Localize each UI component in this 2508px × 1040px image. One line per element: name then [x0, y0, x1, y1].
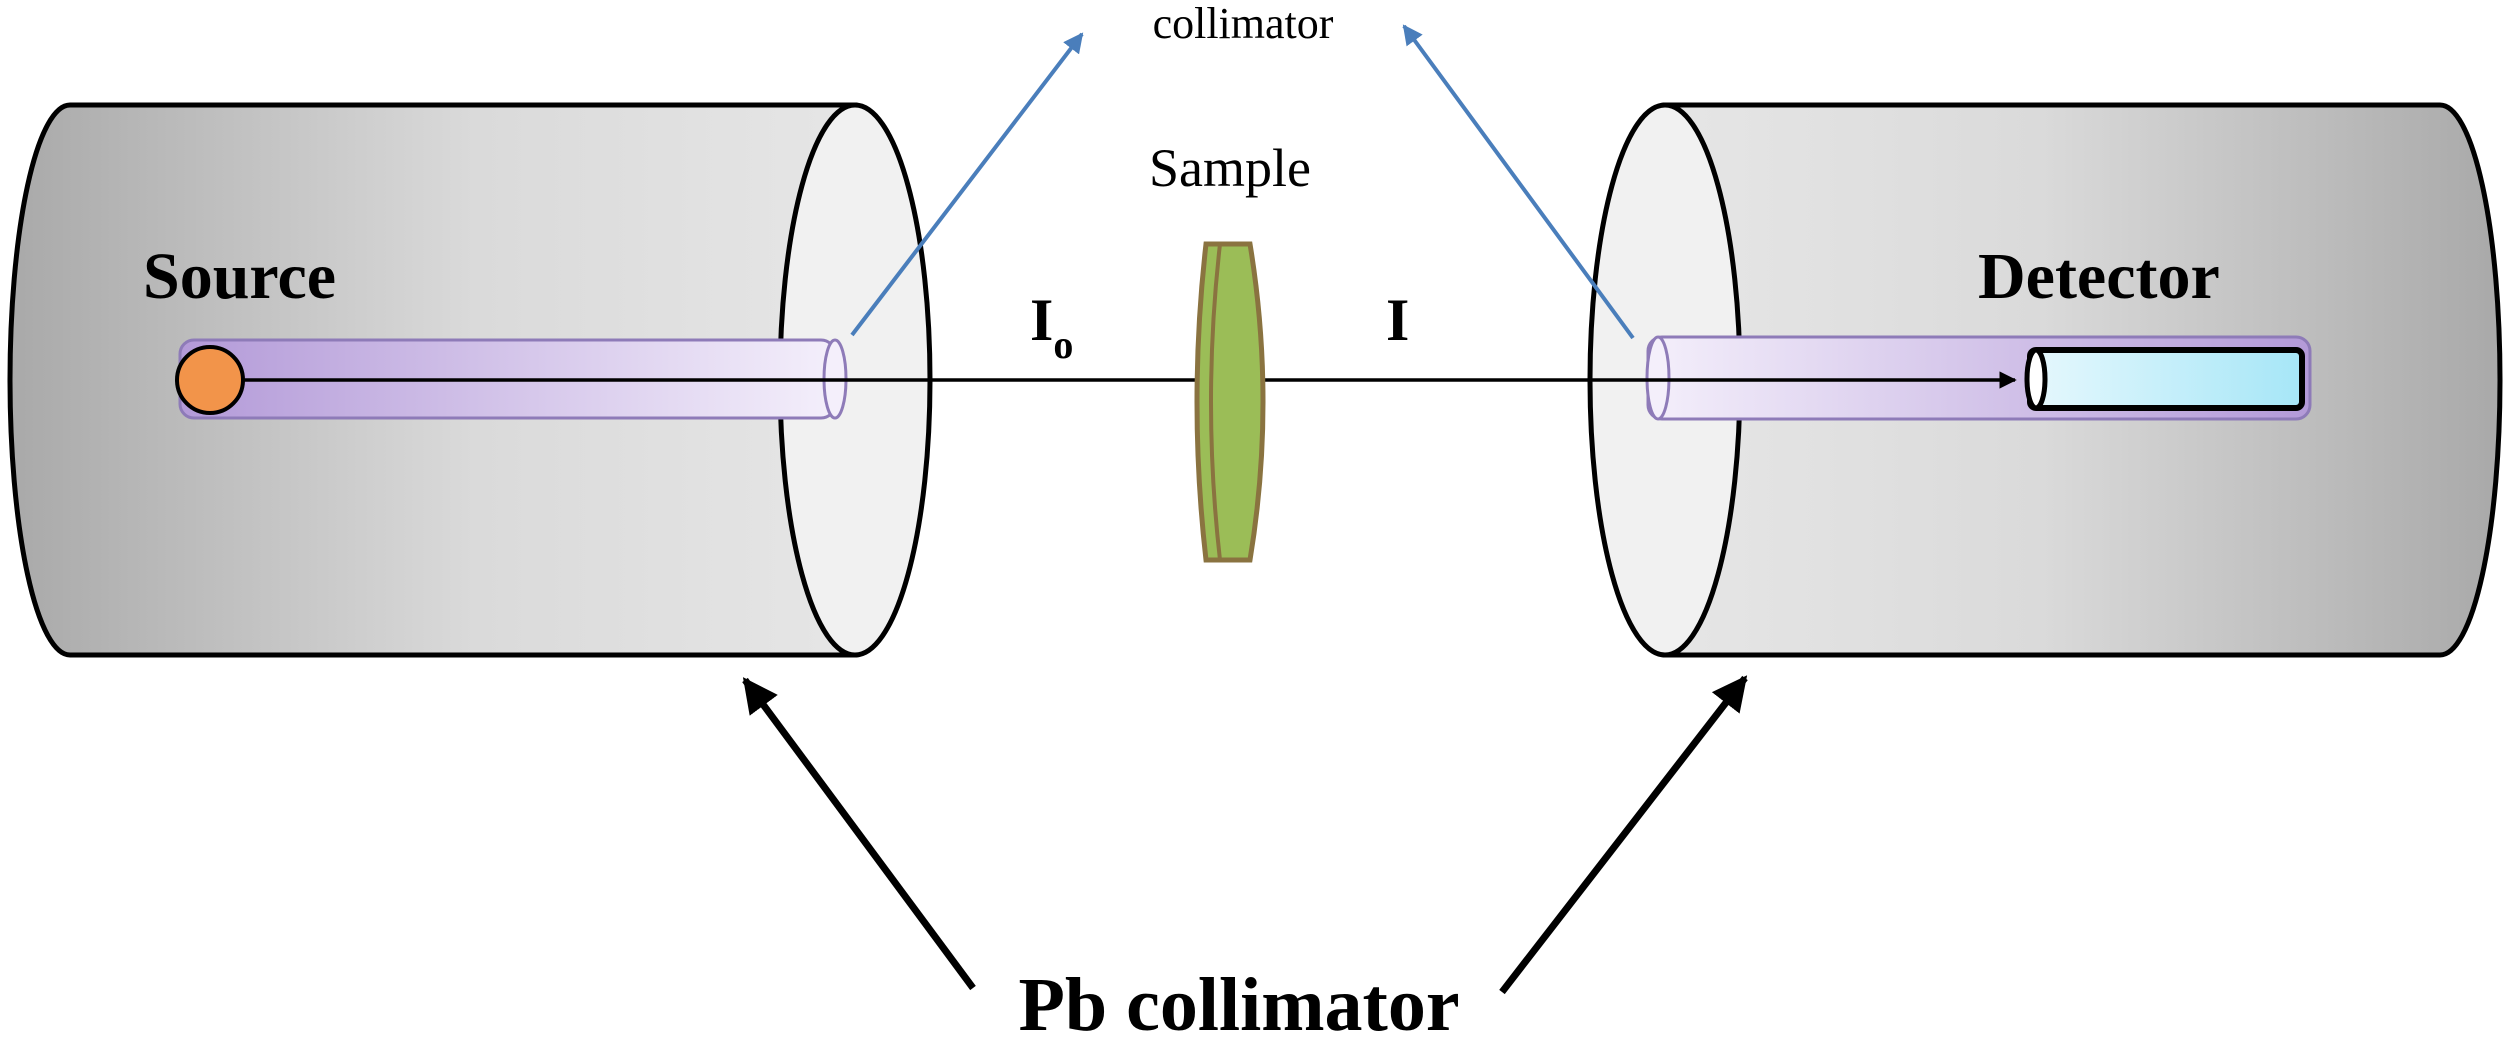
source-label: Source [143, 240, 336, 313]
collimator-pointer-left [850, 32, 1084, 337]
collimator-pointer-right [1402, 24, 1635, 340]
incident-intensity-label: Io [1030, 287, 1073, 367]
collimator-label: collimator [1153, 0, 1334, 48]
sample-label: Sample [1149, 138, 1311, 198]
sample-disc [1194, 241, 1266, 563]
pb-collimator-pointer-left [742, 677, 976, 991]
incident-intensity-subscript: o [1053, 322, 1073, 367]
radiation-source-icon [175, 345, 245, 415]
detector-label: Detector [1978, 240, 2220, 313]
detector-crystal-icon [2024, 347, 2305, 411]
incident-intensity-main: I [1030, 287, 1053, 353]
pb-collimator-label: Pb collimator [1018, 963, 1459, 1040]
transmitted-intensity-label: I [1386, 287, 1409, 353]
pb-collimator-pointer-right [1499, 675, 1748, 995]
